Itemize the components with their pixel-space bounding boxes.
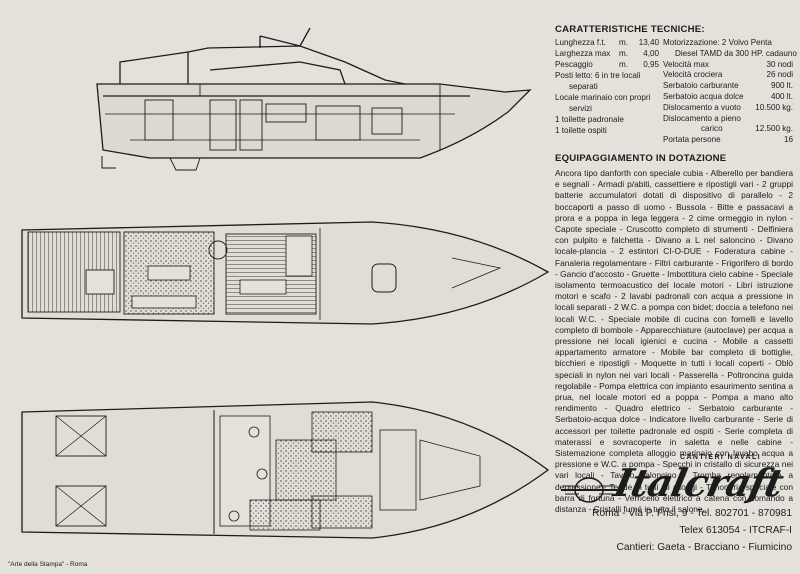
spec-label: Diesel TAMD da 300 HP. cadauno xyxy=(675,48,797,58)
spec-right-row: Velocità crociera 26 nodi xyxy=(663,70,793,80)
side-profile xyxy=(96,27,532,171)
text-column: CARATTERISTICHE TECNICHE: Lunghezza f.t.… xyxy=(555,0,800,574)
spec-value: 10.500 kg. xyxy=(755,102,793,112)
spec-left-row: Larghezza max m. 4,00 xyxy=(555,49,659,59)
spec-label: Serbatoio acqua dolce xyxy=(663,92,744,101)
spec-label: separati xyxy=(569,82,598,91)
lower-deck-plan xyxy=(21,401,550,539)
contact-yards: Cantieri: Gaeta - Bracciano - Fiumicino xyxy=(616,542,792,553)
spec-left-row: Locale marinaio con propri xyxy=(555,93,659,103)
spec-label: Portata persone xyxy=(663,135,721,145)
spec-label: Velocità max xyxy=(663,59,709,69)
spec-left-row: Lunghezza f.t. m. 13,40 xyxy=(555,38,659,48)
spec-label: Dislocamento a vuoto xyxy=(663,102,741,112)
spec-label: Lunghezza f.t. xyxy=(555,38,606,47)
spec-left-row: Posti letto: 6 in tre locali xyxy=(555,71,659,81)
spec-left-row: 1 toilette ospiti xyxy=(555,126,659,136)
spec-value: 13,40 xyxy=(638,38,659,47)
spec-left-row: Pescaggio m. 0,95 xyxy=(555,60,659,70)
spec-label: Dislocamento a pieno xyxy=(663,113,741,123)
spec-right-row: Diesel TAMD da 300 HP. cadauno xyxy=(675,49,797,59)
spec-right-row: Serbatoio acqua dolce 400 lt. xyxy=(663,92,793,102)
spec-value: 0,95 xyxy=(643,60,659,69)
spec-right-row: Motorizzazione: 2 Volvo Penta xyxy=(663,38,793,48)
spec-right-row: Portata persone 16 xyxy=(663,135,793,145)
spec-label: Velocità crociera xyxy=(663,70,723,80)
spec-unit: m. xyxy=(619,60,628,69)
spec-right-row: carico 12.500 kg. xyxy=(701,124,793,134)
brand-logo-icon xyxy=(561,477,617,503)
spec-value: 12.500 kg. xyxy=(755,124,793,134)
equipment-title: EQUIPAGGIAMENTO IN DOTAZIONE xyxy=(555,153,727,164)
equipment-text: Ancora tipo danforth con speciale cubia … xyxy=(555,168,793,515)
brand-subtitle: CANTIERI NAVALI xyxy=(680,454,762,461)
spec-label: servizi xyxy=(569,104,592,113)
contact-telex: Telex 613054 - ITCRAF-I xyxy=(679,525,792,536)
specs-title: CARATTERISTICHE TECNICHE: xyxy=(555,24,705,35)
spec-label: Motorizzazione: 2 Volvo Penta xyxy=(663,38,772,47)
spec-label: Serbatoio carburante xyxy=(663,81,739,91)
spec-value: 30 nodi xyxy=(766,59,793,69)
spec-label: Posti letto: 6 in tre locali xyxy=(555,71,641,80)
boat-plans xyxy=(21,27,550,539)
spec-unit: m. xyxy=(619,49,628,58)
spec-label: Larghezza max xyxy=(555,49,611,58)
spec-right-row: Velocità max 30 nodi xyxy=(663,60,793,70)
spec-label: 1 toilette ospiti xyxy=(555,126,607,135)
contact-address: Roma - Via P. Frisi, 9 - Tel. 802701 - 8… xyxy=(592,508,792,519)
spec-unit: m. xyxy=(619,38,628,47)
spec-right-row: Serbatoio carburante 900 lt. xyxy=(663,81,793,91)
spec-label: carico xyxy=(701,124,723,134)
spec-label: Locale marinaio con propri xyxy=(555,93,651,102)
spec-value: 16 xyxy=(783,135,793,145)
spec-right-row: Dislocamento a vuoto 10.500 kg. xyxy=(663,103,793,113)
spec-left-row: separati xyxy=(569,82,673,92)
spec-value: 26 nodi xyxy=(766,70,793,80)
printer-credit: "Arte della Stampa" - Roma xyxy=(8,561,88,568)
spec-left-row: servizi xyxy=(569,104,673,114)
spec-label: 1 toilette padronale xyxy=(555,115,624,124)
spec-left-row: 1 toilette padronale xyxy=(555,115,659,125)
spec-label: Pescaggio xyxy=(555,60,593,69)
brand-name: Italcraft xyxy=(610,460,787,505)
spec-right-row: Dislocamento a pieno xyxy=(663,114,793,124)
spec-value: 4,00 xyxy=(643,49,659,58)
spec-value: 900 lt. xyxy=(770,81,793,91)
deck-plan xyxy=(21,221,550,325)
spec-value: 400 lt. xyxy=(770,92,793,101)
